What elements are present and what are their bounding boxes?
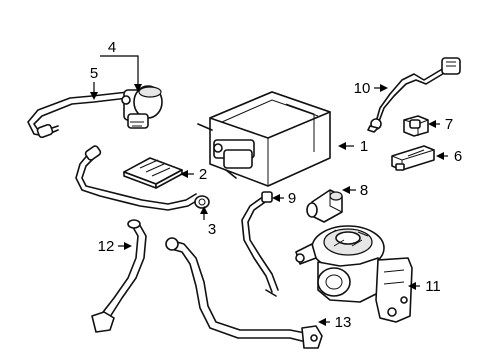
tube-part xyxy=(75,145,210,211)
air-tube-part xyxy=(241,191,279,297)
callout-2: 2 xyxy=(199,166,207,183)
vapor-hose-part xyxy=(27,91,129,139)
callout-3: 3 xyxy=(208,221,216,238)
sensor-harness-part xyxy=(367,57,461,133)
small-sensor-part xyxy=(403,115,429,137)
callout-10: 10 xyxy=(354,80,371,97)
callout-13: 13 xyxy=(335,314,352,331)
callout-11: 11 xyxy=(425,278,441,295)
callout-7: 7 xyxy=(445,116,453,133)
short-hose-part xyxy=(91,219,147,333)
callout-6: 6 xyxy=(454,148,462,165)
callout-12: 12 xyxy=(98,238,115,255)
canister-part xyxy=(197,91,331,187)
purge-valve-part xyxy=(121,85,163,129)
air-pump-part xyxy=(295,225,413,323)
check-valve-part xyxy=(306,189,343,223)
module-part xyxy=(391,145,435,171)
callout-5: 5 xyxy=(90,65,98,82)
callout-labels: 4 5 1 2 3 6 7 8 9 10 11 12 13 xyxy=(90,39,462,331)
callout-1: 1 xyxy=(360,138,368,155)
callout-8: 8 xyxy=(360,182,368,199)
long-hose-part xyxy=(165,237,323,349)
callout-9: 9 xyxy=(288,190,296,207)
callout-4: 4 xyxy=(108,39,116,56)
leader-lines xyxy=(90,55,448,326)
bracket-part xyxy=(123,157,183,189)
